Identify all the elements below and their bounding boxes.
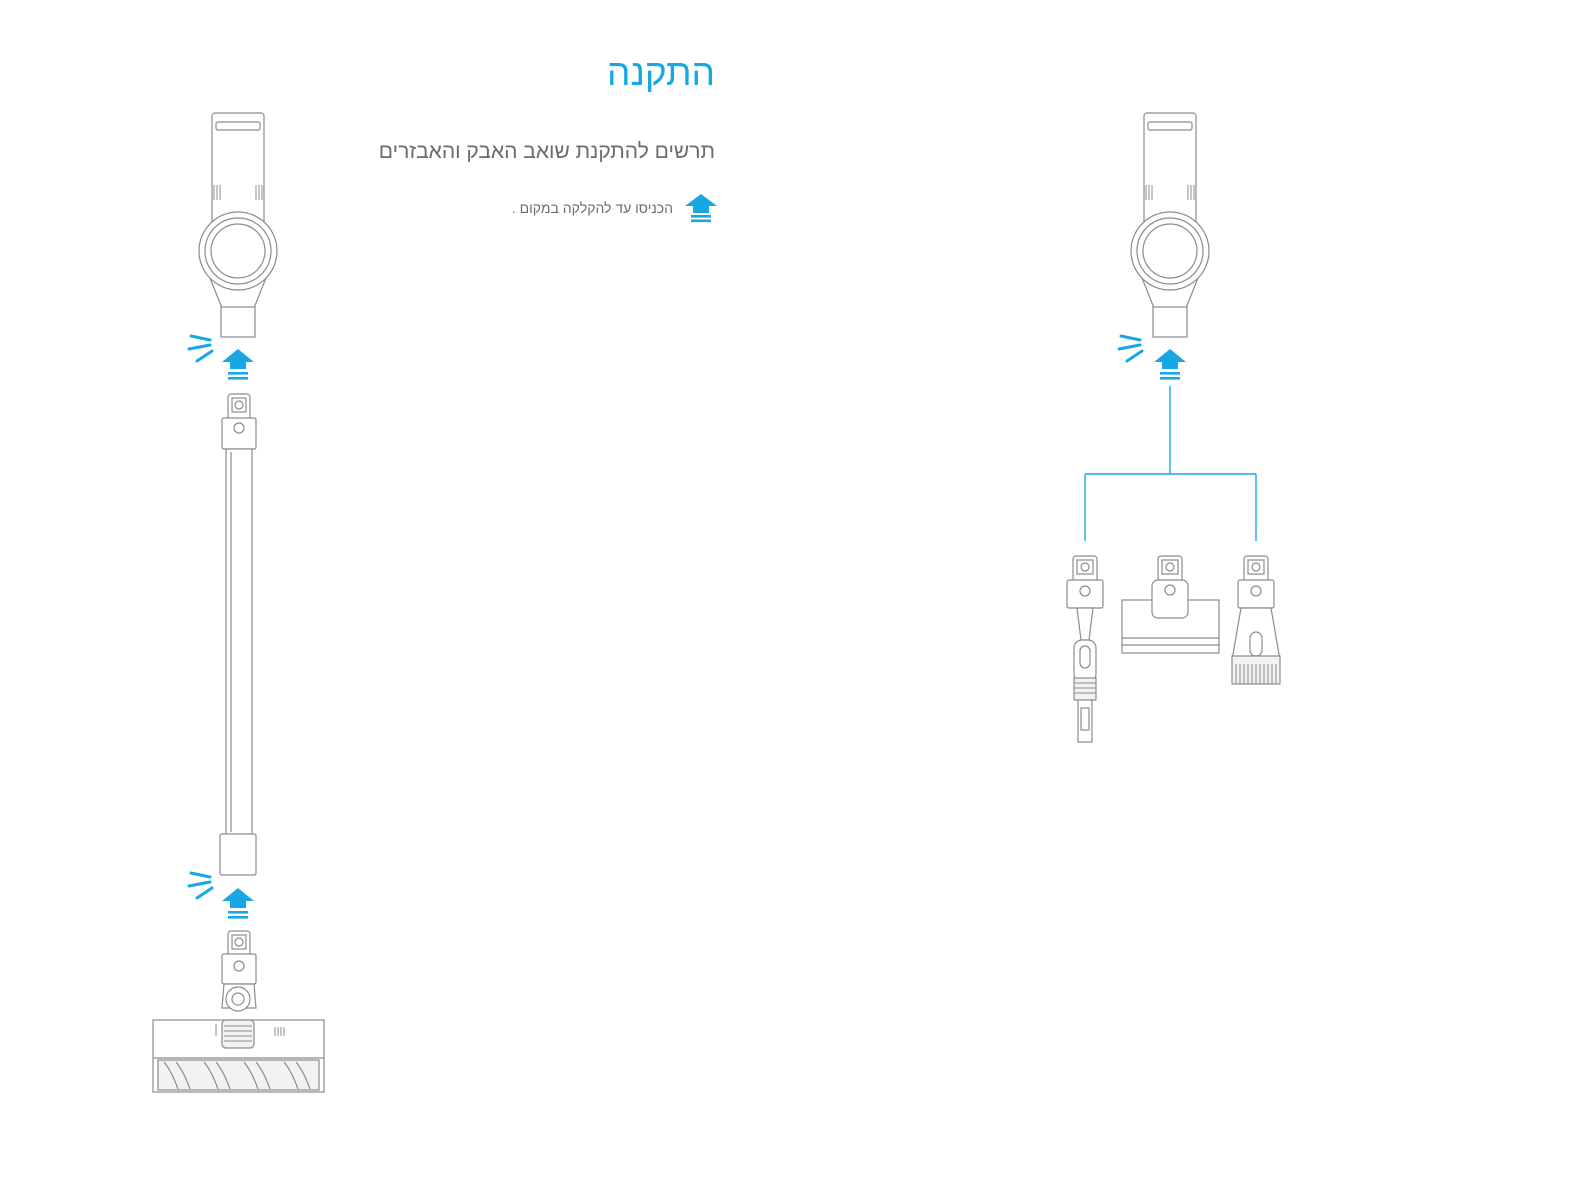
blue-up-arrow-icon — [685, 194, 717, 223]
legend-text: הכניסו עד להקלקה במקום . — [511, 200, 673, 216]
blue-up-arrow-icon — [1154, 349, 1186, 380]
crevice-tool-accessory — [1066, 555, 1104, 743]
dusting-brush-accessory — [1231, 555, 1281, 685]
floor-brush-head — [152, 930, 325, 1093]
blue-up-arrow-icon — [222, 888, 254, 919]
vacuum-main-body — [198, 112, 278, 338]
click-indicator-icon — [1117, 334, 1144, 363]
accessory-connector-lines — [1084, 386, 1257, 541]
legend-row: הכניסו עד להקלקה במקום . — [512, 193, 719, 223]
mini-brush-accessory — [1121, 555, 1220, 654]
blue-up-arrow-icon — [222, 349, 254, 380]
diagram-subtitle: תרשים להתקנת שואב האבק והאבזרים — [378, 140, 715, 163]
vacuum-main-body — [1130, 112, 1210, 338]
click-indicator-icon — [187, 871, 214, 900]
click-indicator-icon — [187, 334, 214, 363]
extension-tube — [219, 393, 257, 876]
page-title: התקנה — [607, 52, 715, 93]
